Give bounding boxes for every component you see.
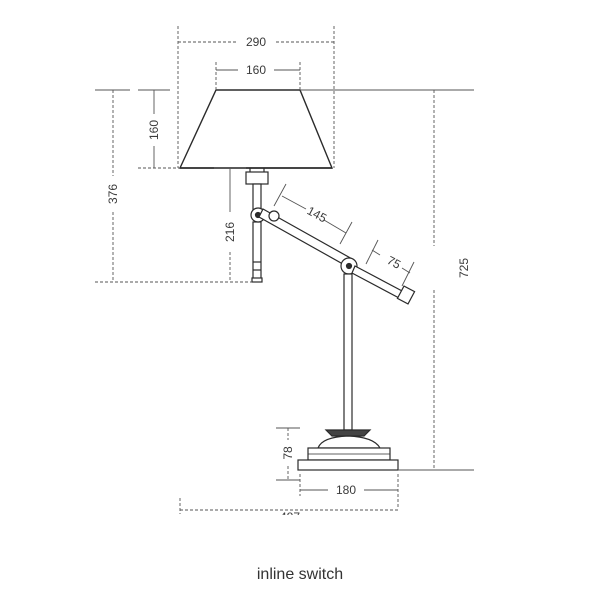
dim-shade-bottom-width: 290 xyxy=(246,35,266,49)
lamp-stem-lower xyxy=(252,221,262,281)
dim-arm-height: 376 xyxy=(106,184,120,204)
dim-stem-height: 216 xyxy=(223,222,237,242)
clip-mask xyxy=(270,515,310,525)
dimension-lines xyxy=(95,26,474,514)
base-upper xyxy=(317,435,382,449)
dim-counterweight-length: 75 xyxy=(385,253,404,272)
dim-base-height: 78 xyxy=(281,446,295,460)
lamp-pole xyxy=(343,273,353,431)
dim-total-height: 725 xyxy=(457,258,471,278)
dim-shade-top-width: 160 xyxy=(246,63,266,77)
base-top-cap xyxy=(324,429,372,437)
base-bottom xyxy=(297,459,399,471)
dim-shade-height: 160 xyxy=(147,120,161,140)
caption-inline-switch: inline switch xyxy=(256,566,344,583)
lamp-body xyxy=(178,89,416,471)
lamp-socket xyxy=(245,171,269,185)
dimension-labels: 290 160 376 160 216 145 75 725 78 180 48… xyxy=(106,35,471,525)
counterweight xyxy=(396,285,416,305)
dim-base-width: 180 xyxy=(336,483,356,497)
lamp-shade xyxy=(178,89,334,169)
dim-arm-length: 145 xyxy=(305,204,330,226)
